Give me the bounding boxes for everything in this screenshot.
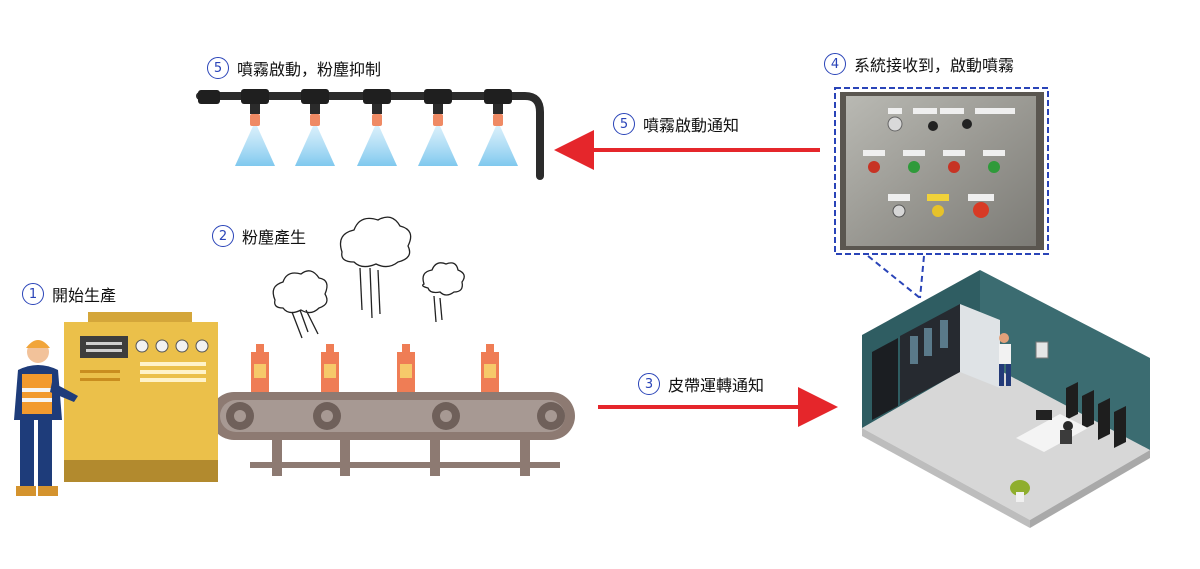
- step-label: 噴霧啟動通知: [643, 116, 740, 135]
- step-number-badge: 4: [824, 53, 846, 75]
- step-label: 系統接收到，啟動噴霧: [854, 56, 1015, 75]
- step-label: 噴霧啟動，粉塵抑制: [237, 60, 382, 79]
- step-number-badge: 3: [638, 373, 660, 395]
- step-number-badge: 5: [613, 113, 635, 135]
- dust-cloud-icon: [272, 216, 465, 339]
- step-start-production: 1 開始生產: [22, 282, 116, 306]
- step-dust-generated: 2 粉塵產生: [212, 224, 306, 248]
- machine-icon: [64, 312, 218, 482]
- server-room-icon: [862, 270, 1150, 528]
- step-system-received: 4 系統接收到，啟動噴霧: [824, 52, 1014, 76]
- step-belt-notify: 3 皮帶運轉通知: [638, 372, 764, 396]
- worker-icon: [14, 340, 78, 496]
- step-number-badge: 2: [212, 225, 234, 247]
- step-spray-notify: 5 噴霧啟動通知: [613, 112, 739, 136]
- step-label: 開始生產: [52, 286, 117, 305]
- step-number-badge: 5: [207, 57, 229, 79]
- step-number-badge: 1: [22, 283, 44, 305]
- control-panel-photo: [834, 87, 1049, 299]
- conveyor-icon: [210, 392, 575, 476]
- step-spray-dust-suppression: 5 噴霧啟動，粉塵抑制: [207, 56, 381, 80]
- step-label: 粉塵產生: [242, 228, 307, 247]
- step-label: 皮帶運轉通知: [668, 376, 765, 395]
- bottle-icon: [251, 344, 499, 392]
- spray-nozzle-icon: [196, 89, 544, 180]
